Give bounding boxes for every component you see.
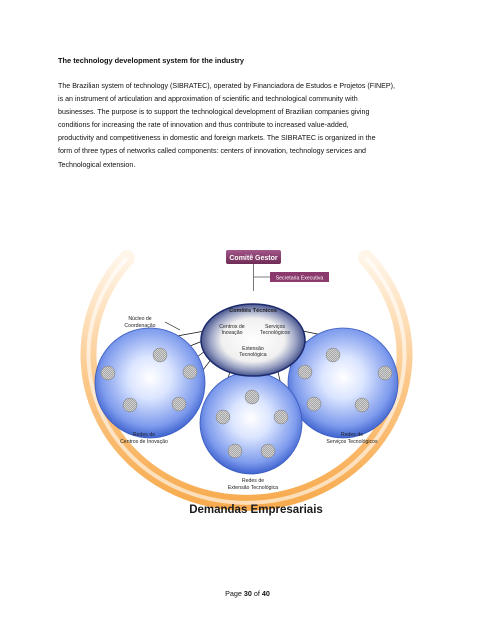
- paragraph-line: is an instrument of articulation and app…: [58, 95, 358, 104]
- total-page-count: 40: [261, 589, 270, 598]
- demandas-empresariais-label: Demandas Empresariais: [189, 504, 323, 516]
- extensao-label-1: Extensão: [242, 346, 264, 352]
- servicos-label-2: Tecnológicos: [260, 330, 290, 336]
- servicos-label-1: Serviços: [265, 324, 285, 330]
- comites-tecnicos-label: Comitês Técnicos: [229, 308, 277, 314]
- nucleo-label-2: Coordenação: [124, 323, 155, 329]
- footer-middle: of: [251, 589, 262, 598]
- nucleo-label-1: Núcleo de: [128, 316, 151, 322]
- centros-label-1: Centros de: [219, 324, 244, 330]
- page-footer: Page 30 of 40: [0, 589, 495, 598]
- comite-gestor-label: Comitê Gestor: [229, 255, 278, 262]
- paragraph-line: Technological extension.: [58, 160, 136, 169]
- sphere-centros-inovacao: [94, 327, 206, 439]
- comites-tecnicos-ellipse: [200, 303, 306, 377]
- redes-centros-label-1: Redes de: [133, 432, 155, 438]
- redes-servicos-label-1: Redes de: [341, 432, 363, 438]
- body-paragraph: The Brazilian system of technology (SIBR…: [58, 80, 438, 172]
- footer-prefix: Page: [225, 589, 244, 598]
- redes-extensao-label-2: Extensão Tecnológica: [228, 485, 278, 491]
- secretaria-label: Secretaria Executiva: [276, 276, 324, 282]
- paragraph-line: The Brazilian system of technology (SIBR…: [58, 82, 395, 90]
- centros-label-2: Inovação: [221, 330, 242, 336]
- redes-centros-label-2: Centros de Inovação: [120, 439, 168, 445]
- paragraph-line: form of three types of networks called c…: [58, 147, 366, 156]
- paragraph-line: productivity and competitiveness in dome…: [58, 134, 376, 143]
- extensao-label-2: Tecnológica: [239, 352, 267, 358]
- redes-extensao-label-1: Redes de: [242, 478, 264, 484]
- current-page-number: 30: [243, 589, 252, 598]
- paragraph-line: businesses. The purpose is to support th…: [58, 108, 370, 117]
- paragraph-line: conditions for increasing the rate of in…: [58, 121, 349, 130]
- section-heading: The technology development system for th…: [58, 56, 245, 65]
- secretaria-box: [270, 272, 329, 282]
- network-nodes: [100, 347, 393, 459]
- sphere-extensao-tecnologica: [199, 371, 303, 475]
- comite-gestor-box: [226, 250, 281, 264]
- redes-servicos-label-2: Serviços Tecnológicos: [326, 439, 378, 445]
